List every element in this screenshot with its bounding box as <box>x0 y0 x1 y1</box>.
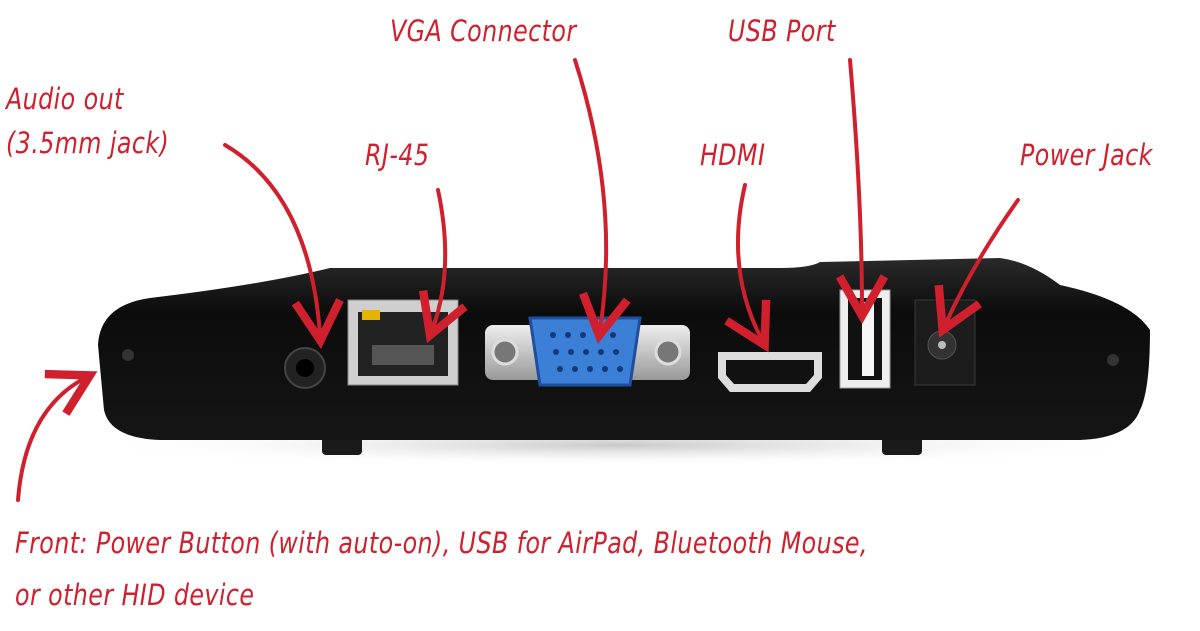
usb-port <box>839 289 891 389</box>
vga-port <box>485 316 690 387</box>
front-ports-label-continued: or other HID device <box>15 578 255 612</box>
usb-arrow <box>835 58 889 325</box>
audio-arrow <box>223 143 344 350</box>
audio-out-label: Audio out <box>6 82 124 116</box>
rj45-label: RJ-45 <box>365 138 430 172</box>
rj45-port <box>347 299 459 386</box>
audio-jack <box>284 347 326 389</box>
hdmi-arrow <box>724 183 771 353</box>
left-screw <box>122 349 134 361</box>
hdmi-label: HDMI <box>700 138 766 172</box>
power-arrow <box>934 198 1020 338</box>
usb-port-label: USB Port <box>728 14 836 48</box>
vga-arrow <box>573 58 631 344</box>
front-ports-label: Front: Power Button (with auto-on), USB … <box>15 526 868 560</box>
hdmi-port <box>718 352 822 392</box>
rj45-arrow <box>418 188 468 344</box>
power-jack-label: Power Jack <box>1020 138 1153 172</box>
front-arrow <box>16 369 98 502</box>
audio-jack-size-label: (3.5mm jack) <box>6 126 170 160</box>
vga-connector-label: VGA Connector <box>390 14 577 48</box>
right-screw <box>1107 354 1119 366</box>
power-jack <box>914 299 976 386</box>
